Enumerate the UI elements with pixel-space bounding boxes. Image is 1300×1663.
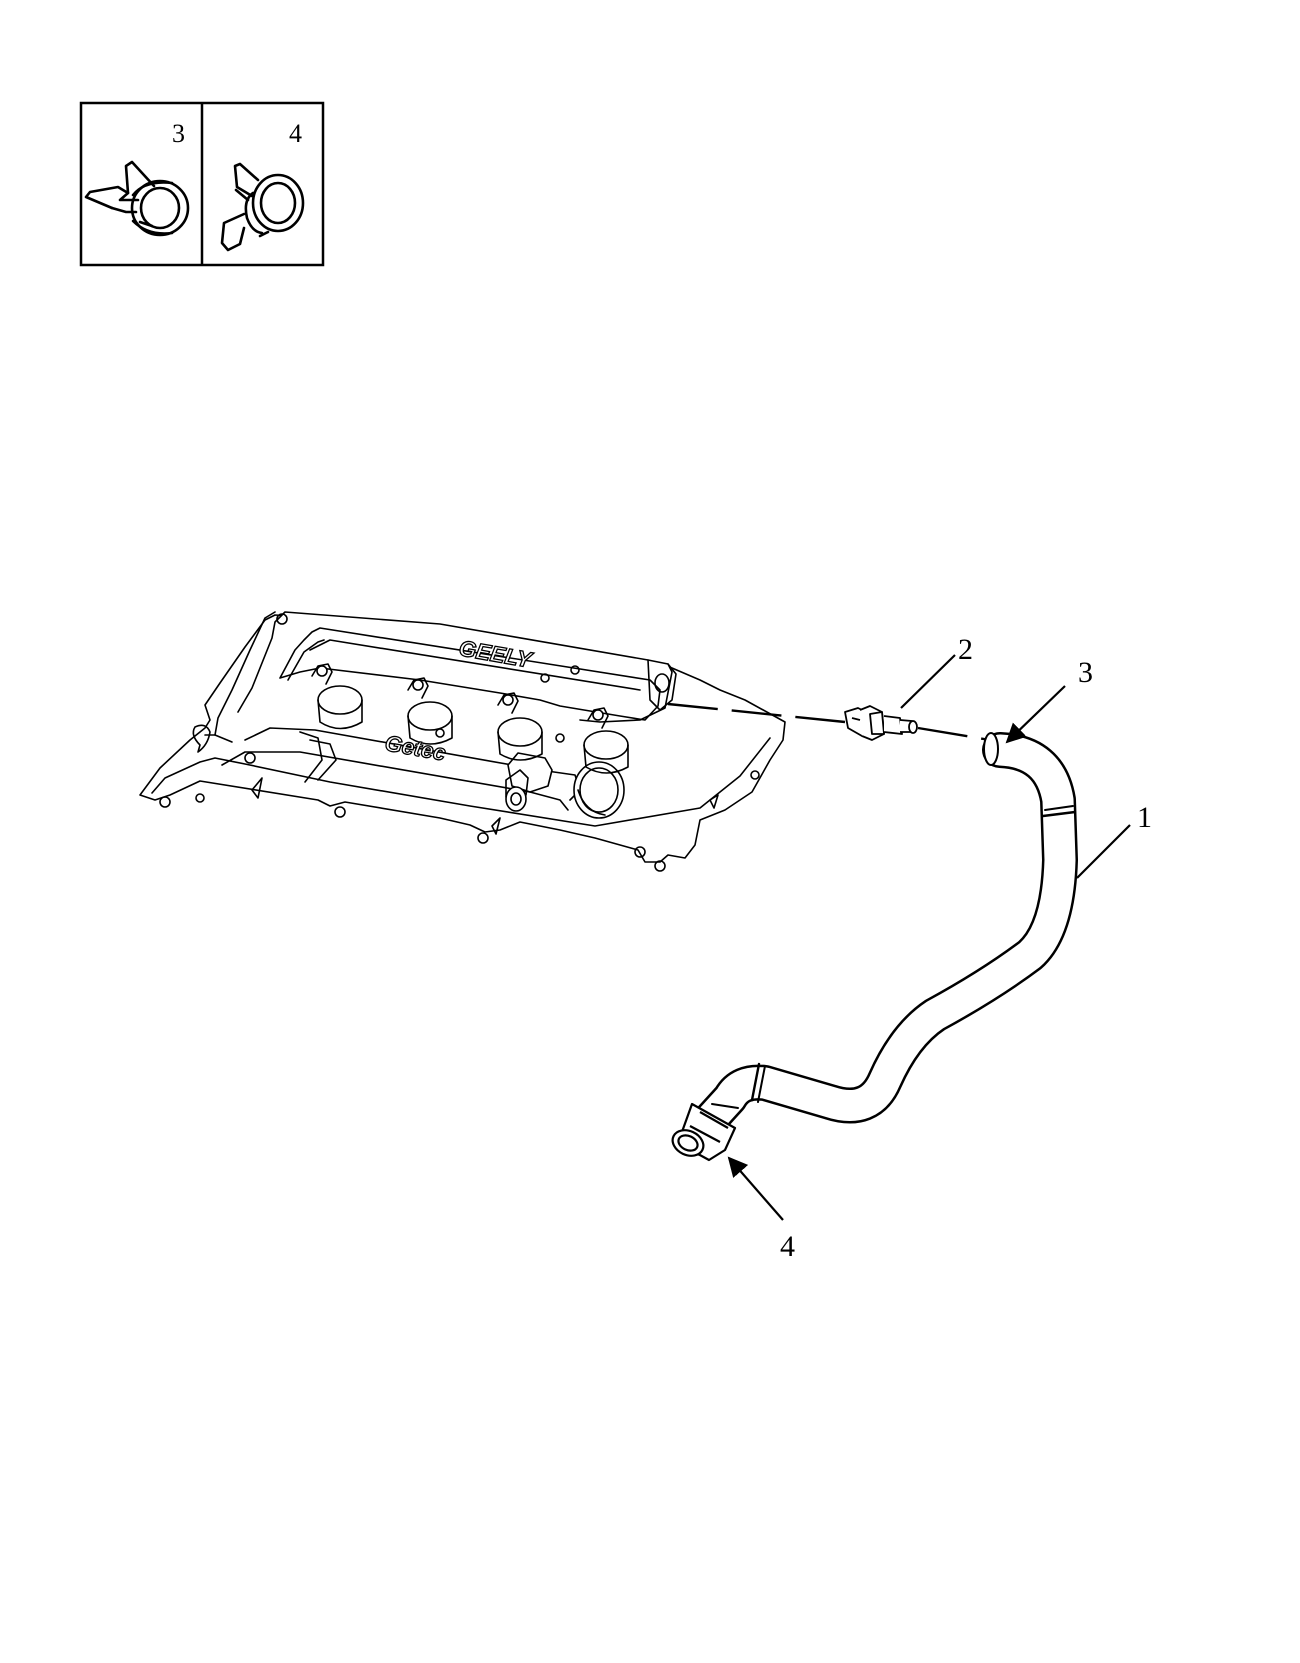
valve-cover: [139, 611, 786, 872]
legend-number-3: 3: [172, 119, 185, 148]
assembly-line: [667, 702, 991, 742]
callout-4: 4: [727, 1156, 795, 1263]
callout-number-3: 3: [1078, 656, 1093, 689]
callout-2: 2: [900, 633, 973, 709]
legend-cell-4: 4: [220, 119, 305, 252]
pcv-hose: [684, 732, 1078, 1156]
pcv-valve: [844, 705, 918, 741]
clamp-legend: 3 4: [79, 101, 325, 267]
legend-cell-3: 3: [84, 119, 190, 237]
callout-number-4: 4: [780, 1230, 795, 1263]
plug-well-3: [497, 692, 543, 761]
callout-number-1: 1: [1137, 801, 1152, 834]
plug-well-1: [311, 663, 363, 730]
callout-1: 1: [1076, 801, 1152, 879]
legend-number-4: 4: [289, 119, 302, 148]
hose-end-fitting: [671, 1102, 737, 1162]
hose-clamp-type-a-icon: [84, 160, 190, 237]
hose-clamp-type-b-icon: [220, 162, 305, 252]
plug-well-2: [407, 677, 453, 745]
callout-3: 3: [1005, 656, 1093, 744]
callout-number-2: 2: [958, 633, 973, 666]
plug-well-4: [583, 707, 629, 774]
